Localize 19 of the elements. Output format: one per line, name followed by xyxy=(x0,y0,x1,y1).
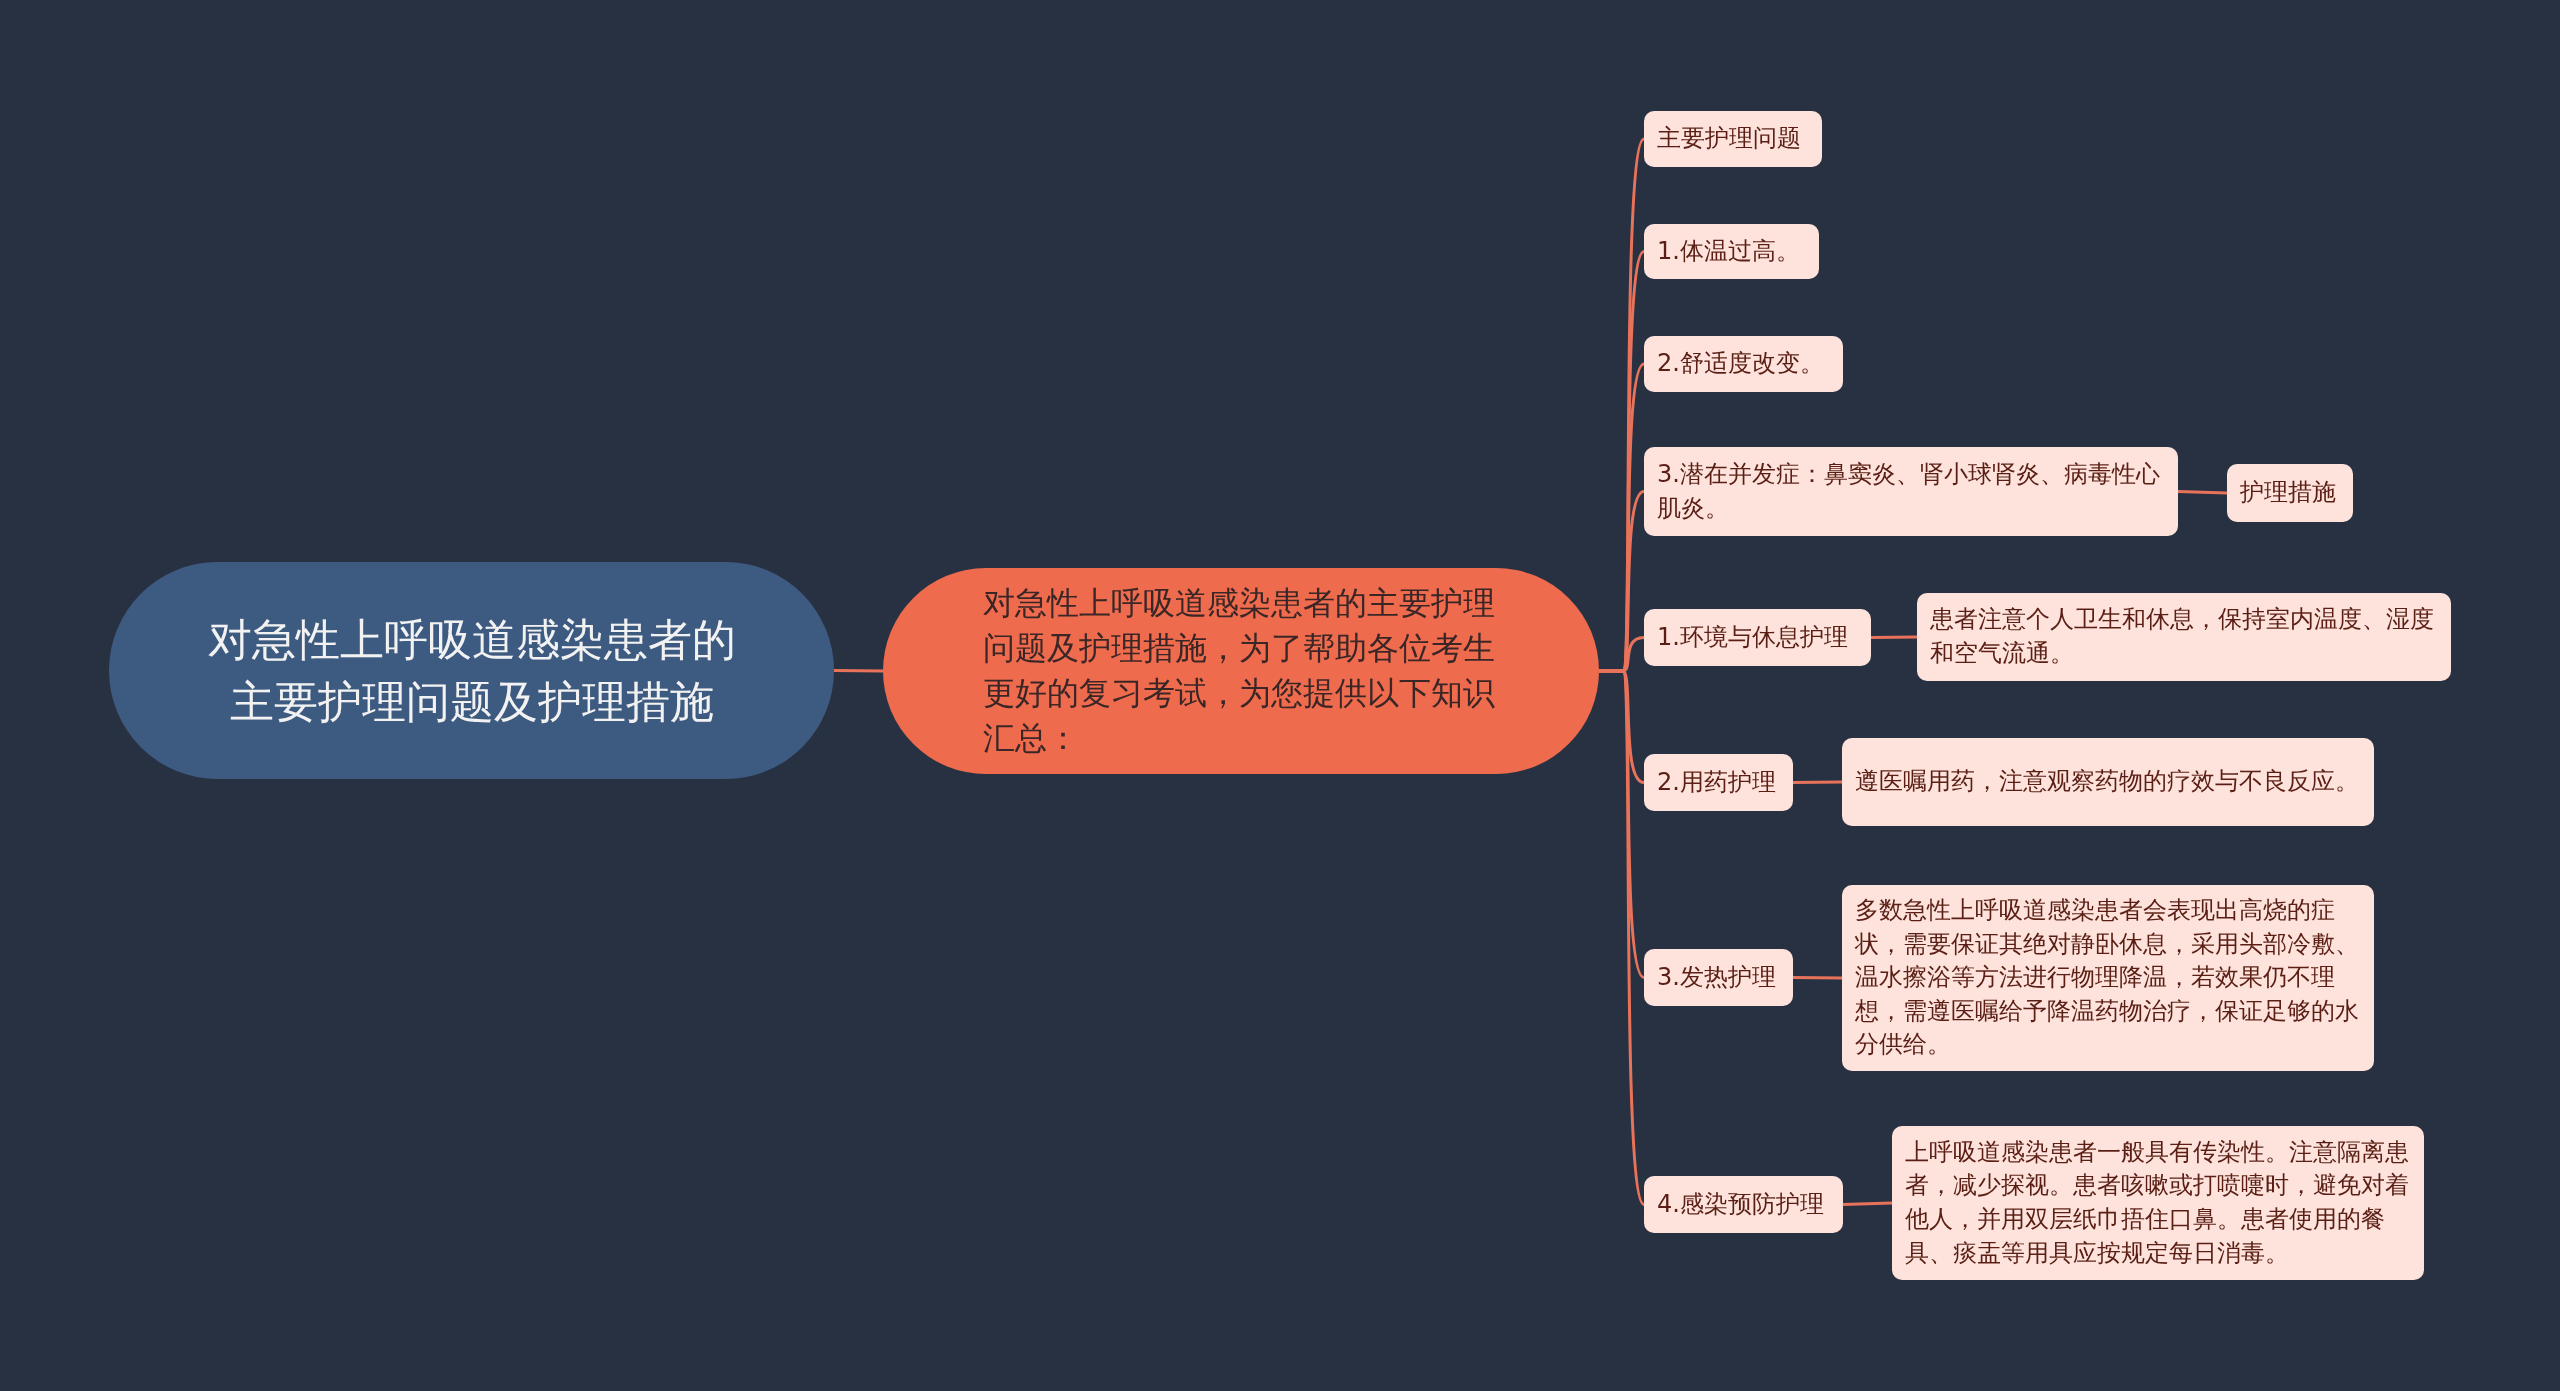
topic-box: 患者注意个人卫生和休息，保持室内温度、湿度和空气流通。 xyxy=(1917,593,2451,681)
topic-box: 1.体温过高。 xyxy=(1644,224,1819,279)
topic-box: 2.舒适度改变。 xyxy=(1644,336,1843,392)
topic-box: 3.潜在并发症：鼻窦炎、肾小球肾炎、病毒性心肌炎。 xyxy=(1644,447,2178,536)
topic-box: 主要护理问题 xyxy=(1644,111,1822,167)
connector-line xyxy=(2177,490,2228,495)
connector-line xyxy=(834,669,883,673)
connector-line xyxy=(1793,780,1842,784)
connector-line xyxy=(1871,635,1917,639)
topic-box: 3.发热护理 xyxy=(1644,949,1793,1006)
connector-line xyxy=(1793,976,1842,980)
topic-box: 多数急性上呼吸道感染患者会表现出高烧的症状，需要保证其绝对静卧休息，采用头部冷敷、温水擦浴等方法进行物理降温，若效果仍不理想，需遵医嘱给予降温药物治疗，保证足够的水分供给。 xyxy=(1842,885,2374,1071)
topic-box: 4.感染预防护理 xyxy=(1644,1176,1843,1233)
topic-box: 护理措施 xyxy=(2227,464,2353,522)
connector-line xyxy=(1842,1201,1893,1206)
topic-box: 上呼吸道感染患者一般具有传染性。注意隔离患者，减少探视。患者咳嗽或打喷嚏时，避免对着他人，并用双层纸巾捂住口鼻。患者使用的餐具、痰盂等用具应按规定每日消毒。 xyxy=(1892,1126,2424,1280)
topic-box: 1.环境与休息护理 xyxy=(1644,609,1871,666)
topic-box: 2.用药护理 xyxy=(1644,754,1793,811)
topic-box: 遵医嘱用药，注意观察药物的疗效与不良反应。 xyxy=(1842,738,2374,826)
